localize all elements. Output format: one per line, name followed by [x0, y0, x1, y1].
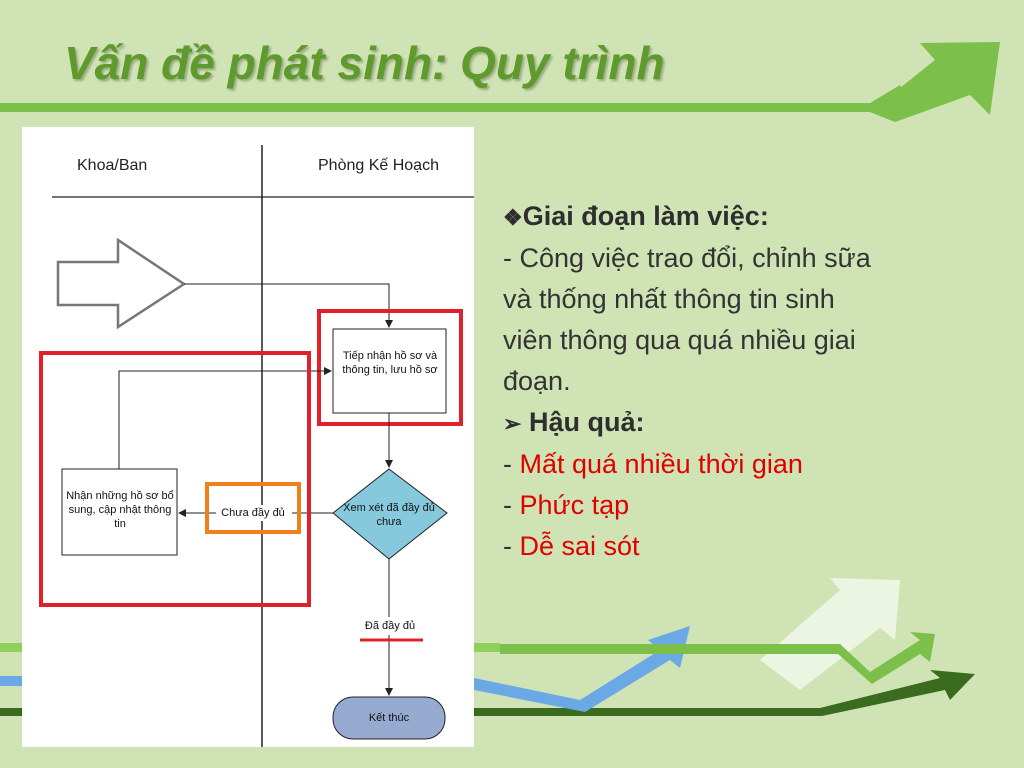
start-arrow-shape — [56, 237, 187, 330]
orange-highlight-incomplete — [205, 482, 301, 534]
section1-line: và thống nhất thông tin sinh — [503, 284, 835, 314]
incomplete-edge-label: Chưa đầy đủ — [221, 507, 285, 519]
consequence-item: - Dễ sai sót — [503, 526, 983, 567]
white-arrow — [760, 578, 900, 690]
consequence-text: Phức tạp — [519, 490, 630, 520]
incomplete-label-bg — [216, 505, 292, 521]
receive-node-text: Tiếp nhận hồ sơ và thông tin, lưu hồ sơ — [342, 350, 438, 376]
flowchart-diagram: Khoa/Ban Phòng Kế Hoạch Tiếp nhận hồ sơ … — [22, 127, 474, 747]
section1-line: viên thông qua quá nhiều giai — [503, 325, 856, 355]
dash: - — [503, 490, 520, 520]
top-arrow-head — [870, 42, 1000, 122]
bottom-blue-line — [0, 676, 22, 686]
consequence-item: - Phức tạp — [503, 485, 983, 526]
consequence-item: - Mất quá nhiều thời gian — [503, 444, 983, 485]
section1-line: đoạn. — [503, 366, 571, 396]
blue-arrow — [474, 626, 690, 712]
slide-title: Vấn đề phát sinh: Quy trình — [64, 37, 665, 89]
complete-edge-label: Đã đầy đủ — [364, 620, 416, 632]
dash: - — [503, 449, 520, 479]
connector-start-to-receive — [184, 283, 393, 328]
consequence-text: Dễ sai sót — [519, 531, 640, 561]
consequence-text: Mất quá nhiều thời gian — [519, 449, 803, 479]
complete-label-bg — [355, 617, 425, 635]
review-node-text: Xem xét đã đầy đủ chưa — [343, 502, 435, 528]
dash: - — [503, 531, 520, 561]
section1-line: - Công việc trao đổi, chỉnh sữa — [503, 243, 871, 273]
diamond-bullet-icon: ❖ — [503, 205, 523, 230]
red-highlight-supplement — [39, 351, 311, 607]
lane-title-khoa-ban: Khoa/Ban — [77, 157, 148, 174]
content-text: ❖Giai đoạn làm việc: - Công việc trao đổ… — [503, 196, 983, 567]
flowchart-shapes — [39, 145, 474, 747]
connector-supplement-to-receive — [118, 367, 332, 469]
supplement-node-text: Nhận những hồ sơ bổ sung, cập nhật thông… — [66, 490, 174, 530]
red-highlight-receive — [317, 309, 463, 426]
green-arrow-right — [500, 632, 935, 684]
section1-heading-line: ❖Giai đoạn làm việc: — [503, 196, 983, 238]
bottom-dark-line — [474, 670, 975, 716]
arrow-bullet-icon: ➢ — [503, 411, 522, 436]
section1-heading: Giai đoạn làm việc: — [522, 201, 769, 231]
end-node-text: Kết thúc — [368, 712, 410, 724]
section2-heading: Hậu quả: — [528, 407, 645, 437]
receive-box — [332, 328, 447, 414]
top-arrow-line — [0, 85, 905, 112]
section2-heading-line: ➢ Hậu quả: — [503, 402, 983, 444]
end-terminator — [332, 696, 446, 740]
bottom-dark-line-left — [0, 708, 22, 716]
lane-title-phong-ke-hoach: Phòng Kế Hoạch — [318, 157, 439, 174]
